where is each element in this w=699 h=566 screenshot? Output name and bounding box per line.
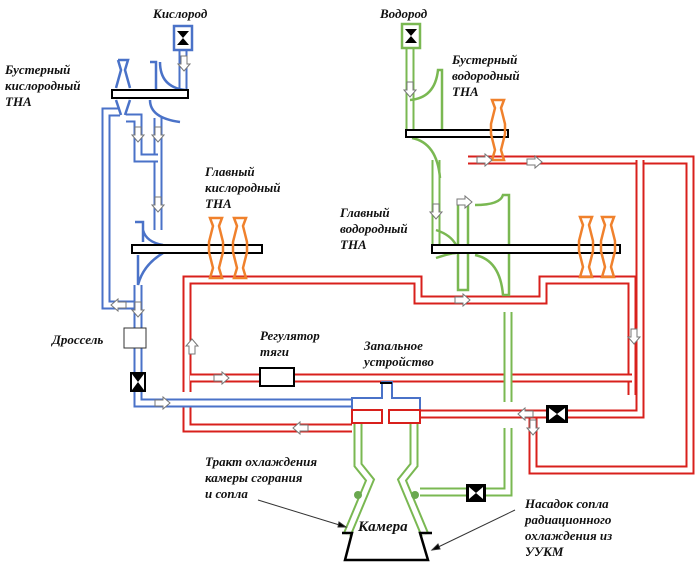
label-booster-hydrogen-tpu: Бустерный водородный ТНА — [452, 52, 520, 99]
oxygen-valve — [130, 372, 146, 392]
label-hydrogen: Водород — [380, 6, 428, 21]
label-thrust-regulator: Регулятор тяги — [260, 328, 320, 359]
hydrogen-inlet-valve — [400, 22, 422, 50]
oxygen-inlet-valve — [172, 24, 194, 52]
hydrogen-lines — [342, 48, 513, 537]
label-booster-oxygen-tpu: Бустерный кислородный ТНА — [5, 62, 81, 109]
label-oxygen: Кислород — [153, 6, 208, 21]
gas-valve — [546, 405, 568, 423]
chamber-head — [351, 381, 421, 424]
label-cooling-path: Тракт охлаждения камеры сгорания и сопла — [205, 454, 318, 501]
label-igniter: Запальное устройство — [364, 338, 434, 369]
label-throttle: Дроссель — [52, 332, 104, 347]
label-nozzle-extension: Насадок сопла радиационного охлаждения и… — [525, 496, 613, 559]
label-main-oxygen-tpu: Главный кислородный ТНА — [205, 164, 281, 211]
nozzle-extension — [342, 531, 432, 562]
thrust-regulator-box — [259, 367, 295, 387]
label-chamber: Камера — [358, 519, 408, 535]
turbines — [207, 98, 617, 280]
leader-arrows — [257, 499, 516, 551]
shafts — [111, 89, 621, 254]
hydrogen-valve — [466, 484, 486, 502]
throttle-box — [123, 327, 147, 349]
label-main-hydrogen-tpu: Главный водородный ТНА — [340, 205, 408, 252]
